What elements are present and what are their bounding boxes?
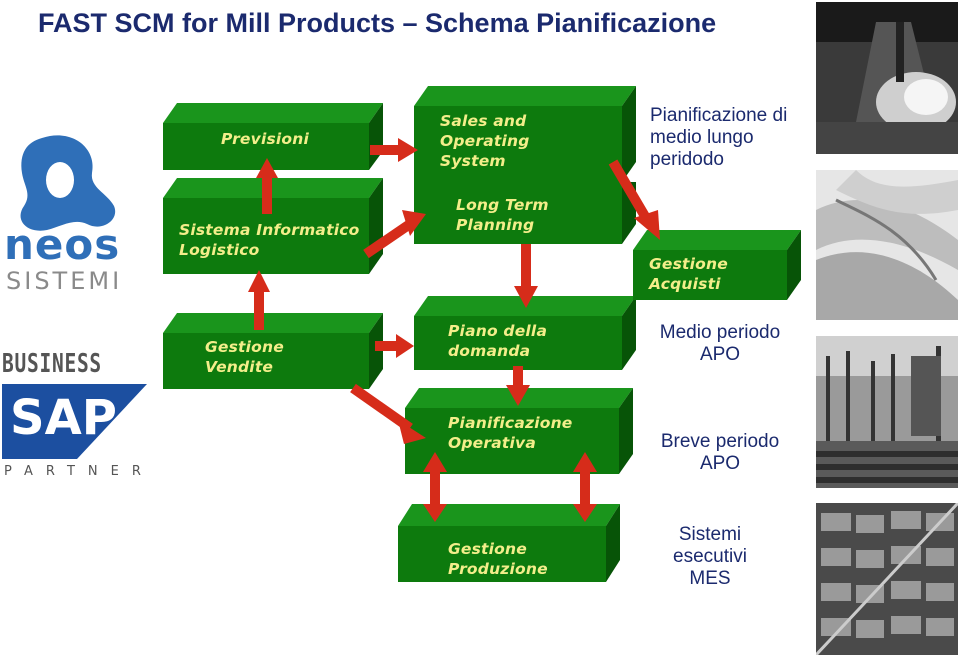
partner-wordmark: PARTNER (4, 464, 154, 479)
box-sistema-line1: Sistema Informatico (179, 221, 360, 239)
box-sop-line2: Operating (440, 132, 530, 150)
label-medio-periodo-line2: APO (699, 344, 741, 365)
arrow-operativa-produzione-left (423, 452, 447, 522)
page-title: FAST SCM for Mill Products – Schema Pian… (38, 8, 717, 38)
label-medio-lungo-periodo: Pianificazione di medio lungo peridodo (650, 105, 787, 171)
label-mes-line2: esecutivi (673, 546, 747, 567)
label-breve-periodo-line1: Breve periodo (660, 431, 780, 452)
box-gestione-acquisti: Gestione Acquisti (633, 230, 801, 300)
box-sistema-line2: Logistico (179, 241, 260, 259)
neos-wordmark: neos (4, 220, 121, 269)
sistemi-wordmark: SISTEMI (6, 267, 123, 295)
box-previsioni-label: Previsioni (221, 130, 309, 148)
box-vendite-line2: Vendite (205, 358, 274, 376)
box-piano-line2: domanda (448, 342, 531, 360)
label-medio-periodo: Medio periodo APO (640, 322, 800, 366)
label-medio-lungo-line2: medio lungo (650, 127, 754, 148)
box-sales-operating-system: Sales and Operating System (414, 86, 636, 182)
box-gestione-vendite: Gestione Vendite (163, 313, 383, 389)
neos-sistemi-logo: neos SISTEMI (2, 128, 147, 298)
arrow-previsioni-to-sop (370, 138, 418, 162)
label-breve-periodo-line2: APO (699, 453, 741, 474)
arrow-vendite-to-sistema (248, 270, 270, 330)
arrow-ltp-to-piano (514, 244, 538, 308)
arrow-operativa-produzione-right (573, 452, 597, 522)
box-prod-line2: Produzione (448, 560, 548, 578)
arrow-piano-to-operativa (506, 366, 530, 406)
box-ltp-line1: Long Term (456, 196, 549, 214)
box-prod-line1: Gestione (448, 540, 527, 558)
box-pianop-line2: Operativa (448, 434, 536, 452)
steel-mill-photo (816, 2, 958, 154)
label-breve-periodo: Breve periodo APO (640, 431, 800, 475)
box-pianop-line1: Pianificazione (448, 414, 573, 432)
arrow-vendite-to-piano (375, 334, 414, 358)
box-ltp-line2: Planning (456, 216, 535, 234)
neos-logo-mark (20, 135, 116, 231)
box-acquisti-line1: Gestione (649, 255, 728, 273)
box-gestione-produzione: Gestione Produzione (398, 504, 620, 582)
arrow-sistema-to-previsioni (256, 158, 278, 214)
label-sistemi-esecutivi-mes: Sistemi esecutivi MES (640, 524, 780, 590)
label-medio-lungo-line1: Pianificazione di (650, 105, 788, 126)
box-piano-line1: Piano della (448, 322, 548, 340)
arrow-vendite-to-operativa (350, 383, 413, 433)
label-medio-lungo-line3: peridodo (650, 149, 724, 170)
label-mes-line3: MES (689, 568, 731, 589)
box-long-term-planning: Long Term Planning (414, 178, 636, 244)
arrow-sistema-to-ltp (363, 219, 413, 259)
box-vendite-line1: Gestione (205, 338, 284, 356)
business-wordmark: BUSINESS (2, 349, 102, 379)
warehouse-photo (816, 503, 958, 655)
sap-wordmark: SAP (10, 390, 117, 446)
arrow-sop-to-acquisti (608, 159, 651, 221)
sap-business-partner-logo: BUSINESS SAP PARTNER (2, 350, 150, 490)
box-sop-line3: System (440, 152, 506, 170)
sap-logo-shape (2, 384, 147, 459)
label-mes-line1: Sistemi (678, 524, 742, 545)
box-acquisti-line2: Acquisti (649, 275, 721, 293)
label-medio-periodo-line1: Medio periodo (659, 322, 781, 343)
box-sop-line1: Sales and (440, 112, 527, 130)
forest-logging-photo (816, 336, 958, 488)
paper-rolls-photo (816, 170, 958, 320)
